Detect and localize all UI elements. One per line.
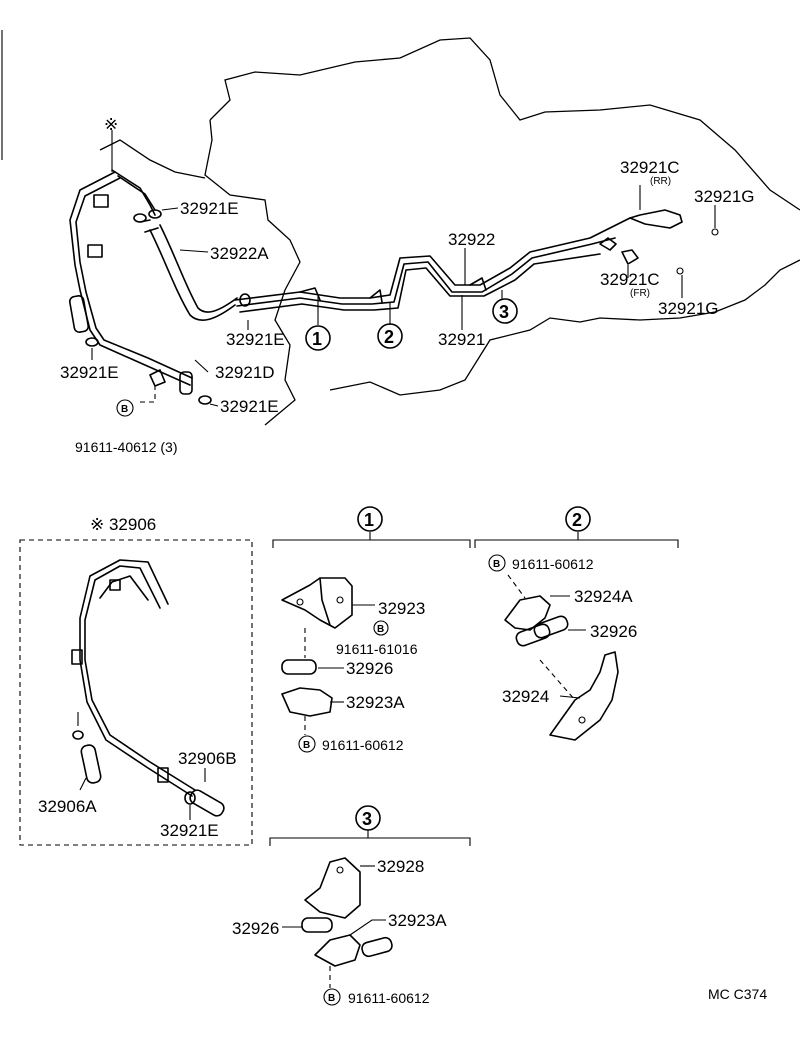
label-32921C-rr: 32921C (620, 158, 680, 177)
label-d1-32926: 32926 (346, 659, 393, 678)
kit-box-32906: ※ 32906 32906B 32906A 32921E (19, 515, 253, 846)
label-d2-32926: 32926 (590, 622, 637, 641)
label-32924: 32924 (502, 687, 549, 706)
label-91611-40612: 91611-40612 (3) (75, 439, 177, 455)
label-91611-61016: 91611-61016 (336, 641, 418, 657)
seal-32921G-a (711, 228, 719, 236)
detail-2-bracket-line (474, 532, 679, 548)
seal-32921G-b (676, 267, 684, 275)
kit-leader-32906A (79, 777, 87, 791)
clamp-32923A (281, 687, 333, 717)
bolt-symbol-d1a: B (373, 620, 389, 636)
bushing-d2-32926-b (533, 615, 569, 639)
svg-text:B: B (328, 993, 335, 1004)
detail-1-marker (357, 506, 383, 532)
svg-text:1: 1 (312, 329, 322, 349)
kit-dashed-border (19, 539, 253, 846)
body-lower-edge (329, 259, 800, 396)
label-32924A: 32924A (574, 587, 633, 606)
label-32922A: 32922A (210, 244, 269, 263)
bracket-32923 (281, 577, 353, 629)
asterisk-mark: ※ (104, 115, 118, 134)
flex-hose-32922A (139, 219, 238, 321)
left-pipe-bundle (68, 169, 193, 395)
fittings-right (599, 209, 719, 275)
body-upper-left (99, 139, 206, 179)
clamp-d3-32923A (314, 934, 361, 967)
bushing-32926 (281, 659, 317, 675)
label-kit-32921E: 32921E (160, 821, 219, 840)
bushing-d3-32926 (301, 917, 333, 933)
detail-1-bracket-line (272, 532, 471, 548)
svg-text:3: 3 (499, 302, 509, 322)
label-32921G-b: 32921G (658, 299, 719, 318)
gaskets (85, 209, 251, 405)
label-32922: 32922 (448, 230, 495, 249)
bolt-symbol-top: B (116, 399, 134, 417)
label-32906A: 32906A (38, 797, 97, 816)
detail-3: 3 32928 32926 32923A B 91611-60612 (232, 805, 471, 1006)
label-fr-note: (FR) (630, 288, 650, 299)
bracket-32928 (304, 857, 361, 919)
label-32923: 32923 (378, 599, 425, 618)
svg-text:B: B (121, 404, 128, 415)
label-d1-32923A: 32923A (346, 693, 405, 712)
detail-1: 1 32923 B 91611-61016 32926 32923A B 916… (272, 506, 471, 753)
leader-d3-32923A (349, 919, 386, 936)
housing-edge (204, 119, 301, 426)
leader-32924 (559, 695, 581, 699)
detail-2-number: 2 (572, 510, 582, 530)
circle-marker-2: 2 (377, 323, 403, 349)
brake-lines (234, 217, 631, 313)
label-32921C-fr: 32921C (600, 270, 660, 289)
svg-text:B: B (493, 559, 500, 570)
detail-2-marker (565, 506, 591, 532)
leader-lines (91, 130, 716, 407)
label-d3-32923A: 32923A (388, 911, 447, 930)
kit-pipe-assembly (71, 559, 225, 817)
label-32921E-b: 32921E (226, 330, 285, 349)
label-32921E-a: 32921E (180, 199, 239, 218)
circle-marker-1: 1 (305, 325, 331, 351)
bracket-32924 (549, 651, 619, 741)
label-32921G-a: 32921G (694, 187, 755, 206)
label-d3-91611-60612: 91611-60612 (348, 990, 430, 1006)
label-32921E-c: 32921E (60, 363, 119, 382)
svg-text:2: 2 (384, 327, 394, 347)
label-32921: 32921 (438, 330, 485, 349)
svg-text:B: B (303, 740, 310, 751)
label-32921E-d: 32921E (220, 397, 279, 416)
main-assembly: ※ 32921E 32922A 32921E 32921E 32921D 329… (1, 30, 800, 455)
detail-3-bracket-line (269, 830, 471, 846)
detail-2-dash-a (507, 574, 526, 599)
bushing-d2-32926-a (515, 623, 551, 647)
detail-2: 2 B 91611-60612 32924A 32926 32924 (474, 506, 679, 741)
detail-1-number: 1 (364, 510, 374, 530)
kit-title: ※ 32906 (90, 515, 156, 534)
label-d1-91611-60612: 91611-60612 (322, 737, 404, 753)
label-d3-32926: 32926 (232, 919, 279, 938)
transmission-outline (209, 37, 800, 211)
bushing-d3-32926-b (361, 936, 393, 958)
label-32906B: 32906B (178, 749, 237, 768)
clamp-32924A (504, 595, 551, 631)
label-rr-note: (RR) (650, 176, 671, 187)
bolt-symbol-d2: B (488, 554, 506, 572)
diagram-code: MC C374 (708, 986, 767, 1002)
label-d2-91611-60612: 91611-60612 (512, 556, 594, 572)
label-32928: 32928 (377, 857, 424, 876)
bolt-symbol-d1b: B (298, 735, 316, 753)
label-32921D: 32921D (215, 363, 275, 382)
circle-marker-3: 3 (492, 298, 518, 324)
bolt-symbol-d3: B (323, 988, 341, 1006)
detail-3-number: 3 (362, 809, 372, 829)
svg-text:B: B (377, 624, 384, 635)
